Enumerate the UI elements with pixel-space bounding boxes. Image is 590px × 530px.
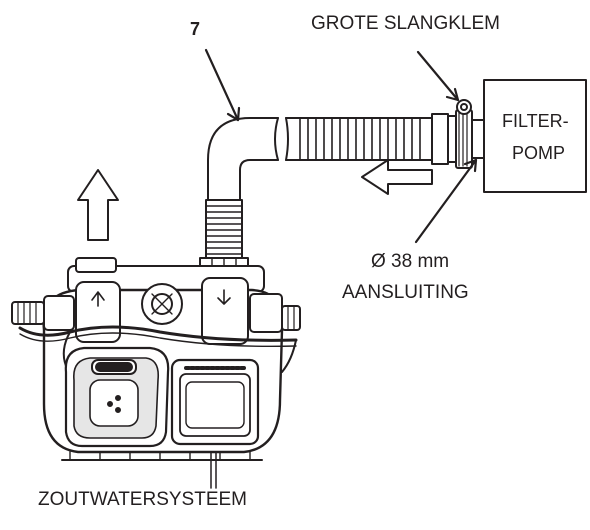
corrugated-hose	[285, 113, 457, 165]
callout-number-7: 7	[190, 19, 201, 39]
filter-pump-label-line1: FILTER-	[502, 111, 569, 131]
flow-left-arrow-icon	[361, 159, 433, 195]
salt-system-label: ZOUTWATERSYSTEEM	[38, 489, 247, 510]
connection-diameter-label: Ø 38 mm	[371, 251, 450, 272]
elbow-pipe	[199, 117, 279, 279]
hose-clamp-icon	[455, 99, 485, 169]
up-arrow-icon	[77, 169, 119, 241]
filter-pump-label-line2: POMP	[512, 143, 566, 163]
salt-water-unit	[11, 257, 301, 461]
clamp-label: GROTE SLANGKLEM	[311, 13, 500, 34]
filter-pump-box	[483, 79, 587, 193]
connection-label: AANSLUITING	[342, 282, 469, 303]
